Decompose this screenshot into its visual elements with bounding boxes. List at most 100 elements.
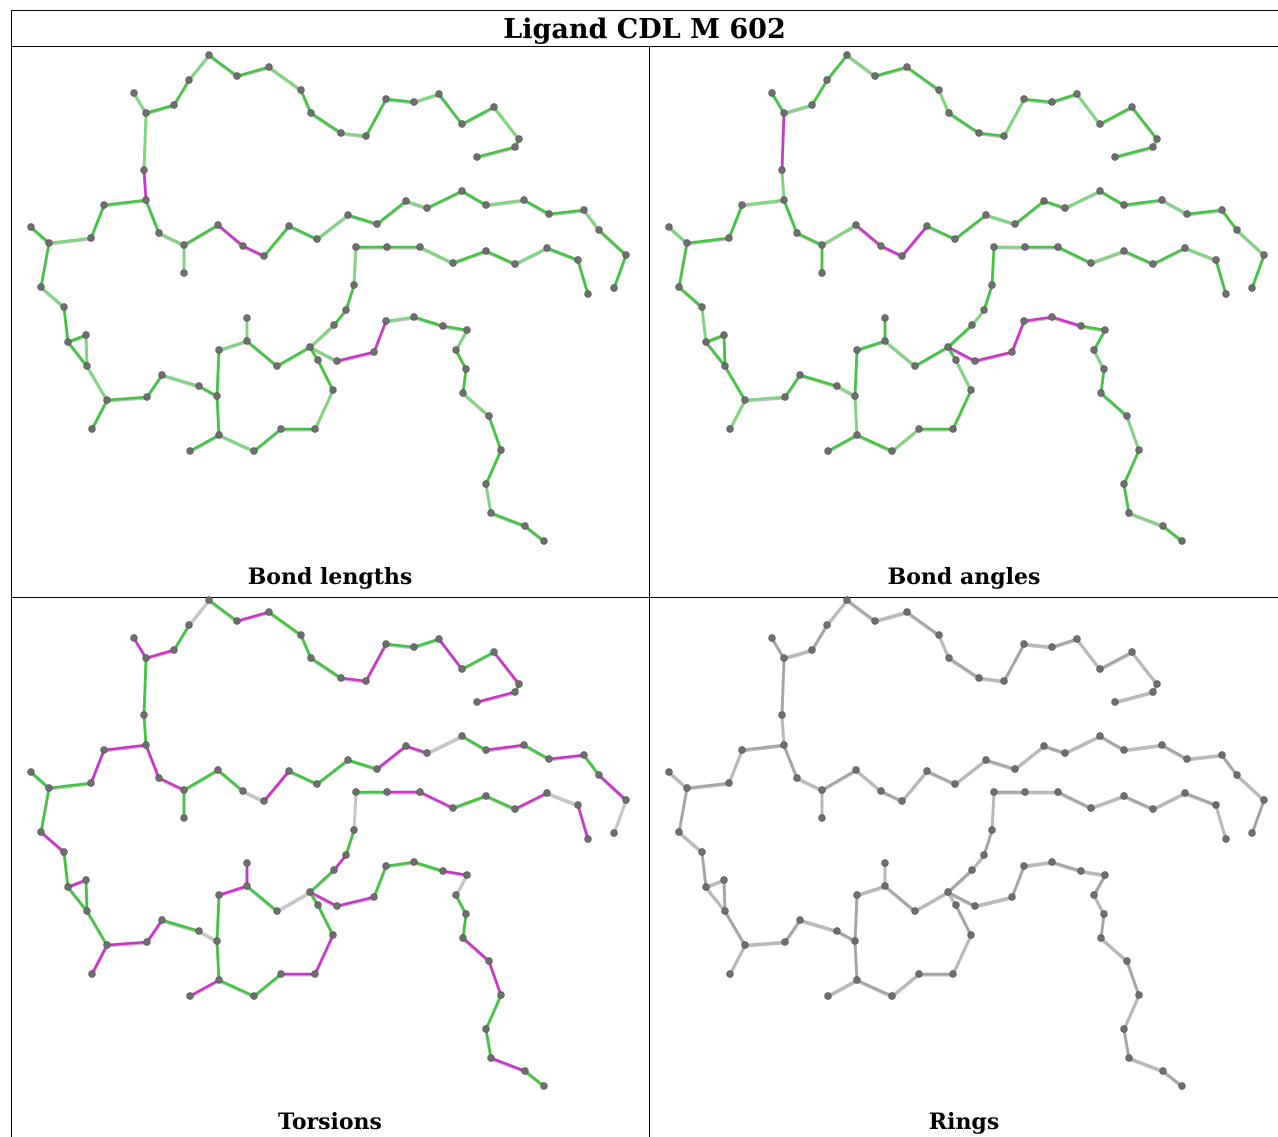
atom xyxy=(314,901,322,909)
atom xyxy=(780,109,788,117)
panel-torsions xyxy=(27,596,630,1090)
atom xyxy=(83,362,91,370)
atom xyxy=(520,196,528,204)
atom xyxy=(233,72,241,80)
atom xyxy=(971,902,979,910)
atom xyxy=(285,222,293,230)
bond xyxy=(685,781,731,790)
bond xyxy=(484,448,503,486)
bond xyxy=(1075,92,1102,126)
atom xyxy=(1073,635,1081,643)
atom xyxy=(1149,260,1157,268)
bond xyxy=(1235,773,1266,802)
bond xyxy=(855,433,894,453)
atom xyxy=(313,780,321,788)
atom xyxy=(463,326,471,334)
bond xyxy=(346,758,379,771)
bond xyxy=(384,860,416,868)
atom xyxy=(329,931,337,939)
atom xyxy=(1183,210,1191,218)
bond xyxy=(545,246,580,262)
atom xyxy=(462,910,470,918)
bond xyxy=(677,285,704,309)
bond xyxy=(1160,198,1189,216)
bond xyxy=(217,978,256,998)
atom xyxy=(778,166,786,174)
atom xyxy=(410,643,418,651)
bond xyxy=(576,803,590,841)
bond xyxy=(1122,482,1131,515)
atom xyxy=(903,63,911,71)
atom xyxy=(610,829,618,837)
bond xyxy=(309,111,343,135)
bond xyxy=(418,245,455,265)
atom xyxy=(45,784,53,792)
atom xyxy=(574,801,582,809)
atom xyxy=(277,425,285,433)
bond xyxy=(339,676,368,683)
atom xyxy=(142,741,150,749)
bond xyxy=(727,748,744,785)
bond xyxy=(783,373,802,399)
atom xyxy=(945,109,953,117)
atom xyxy=(511,143,519,151)
bond xyxy=(144,743,161,780)
bond xyxy=(1185,208,1224,216)
bond xyxy=(810,623,829,652)
bond xyxy=(951,933,973,976)
atom xyxy=(1158,196,1166,204)
atom xyxy=(1212,256,1220,264)
bond xyxy=(487,414,503,452)
atom xyxy=(595,771,603,779)
atom xyxy=(1054,243,1062,251)
atom xyxy=(1159,522,1167,530)
bond xyxy=(953,758,988,786)
bond xyxy=(854,223,883,248)
atom xyxy=(935,631,943,639)
atom xyxy=(818,814,826,822)
bond xyxy=(1130,105,1159,141)
atom xyxy=(793,774,801,782)
bond xyxy=(1010,319,1026,354)
atom xyxy=(180,269,188,277)
atom xyxy=(330,321,338,329)
bond xyxy=(855,978,894,998)
atom xyxy=(362,132,370,140)
bond xyxy=(461,936,491,963)
atom xyxy=(1178,537,1186,545)
bond xyxy=(825,598,849,627)
bond xyxy=(451,249,488,265)
bond xyxy=(316,903,335,937)
atom xyxy=(1120,201,1128,209)
atom xyxy=(1087,804,1095,812)
bond xyxy=(308,890,339,908)
atom xyxy=(968,321,976,329)
bond xyxy=(484,482,493,515)
bond xyxy=(29,225,51,245)
atom xyxy=(982,211,990,219)
bond xyxy=(215,348,221,398)
bond xyxy=(990,245,996,287)
bond xyxy=(47,236,93,245)
bond xyxy=(489,511,527,528)
bond xyxy=(1063,189,1102,210)
bond xyxy=(740,743,786,752)
atom xyxy=(260,252,268,260)
bond xyxy=(364,642,388,683)
atom xyxy=(818,786,826,794)
atom xyxy=(142,196,150,204)
atom xyxy=(1123,412,1131,420)
atom xyxy=(1260,796,1268,804)
atom xyxy=(935,86,943,94)
atom xyxy=(871,617,879,625)
bond xyxy=(207,53,239,78)
atom xyxy=(1120,1025,1128,1033)
bond xyxy=(1122,794,1155,811)
atom xyxy=(307,109,315,117)
atom xyxy=(1260,251,1268,259)
atom xyxy=(1021,243,1029,251)
atom xyxy=(423,749,431,757)
bond xyxy=(855,339,887,352)
bond xyxy=(913,345,950,368)
atom xyxy=(1135,991,1143,999)
